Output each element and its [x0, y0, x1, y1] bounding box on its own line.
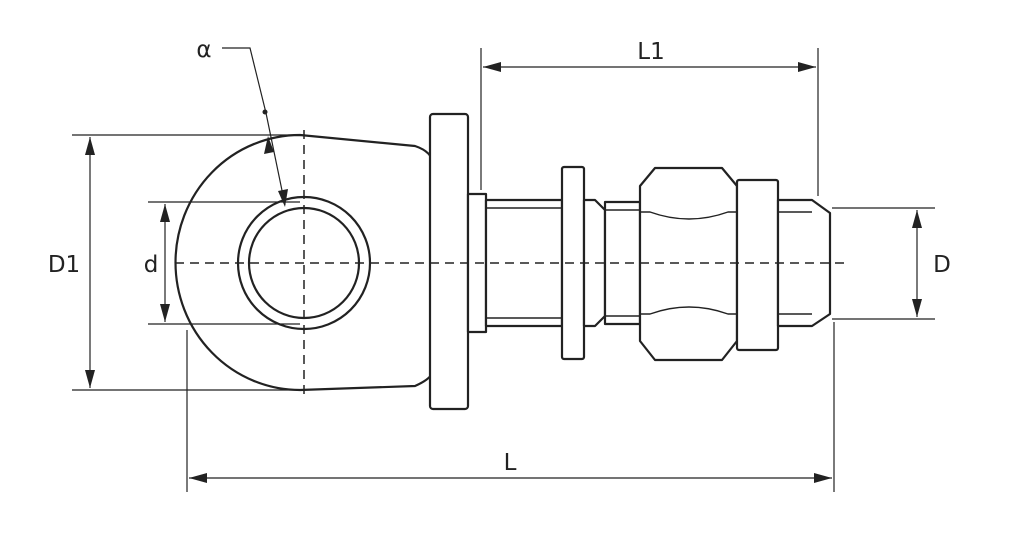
hex-nut — [638, 166, 739, 362]
dimension-D1: D1 — [48, 134, 305, 391]
dimension-d: d — [144, 201, 300, 325]
label-d: d — [144, 252, 159, 278]
threaded-end — [776, 198, 832, 328]
label-L1: L1 — [637, 39, 664, 65]
dimension-L1: L1 — [480, 39, 819, 196]
flange-collar — [428, 112, 470, 411]
alpha-leader: α — [196, 37, 288, 207]
label-L: L — [504, 450, 517, 476]
eye-head — [174, 133, 435, 392]
lock-washer — [735, 178, 780, 352]
dimension-D: D — [832, 207, 951, 320]
label-D1: D1 — [48, 252, 80, 278]
label-D: D — [933, 252, 951, 278]
dimension-L: L — [186, 322, 835, 492]
label-alpha: α — [196, 37, 211, 63]
